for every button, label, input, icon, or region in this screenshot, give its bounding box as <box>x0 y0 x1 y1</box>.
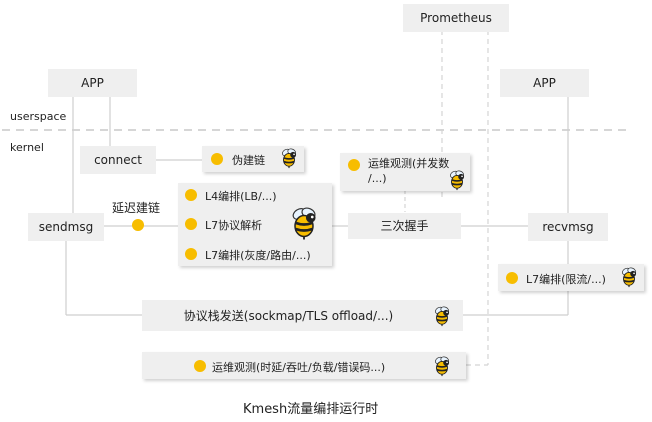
bee-icon <box>431 355 453 381</box>
stack-send-label: 协议栈发送(sockmap/TLS offload/...) <box>183 308 394 323</box>
status-dot <box>185 189 197 201</box>
bee-icon-large <box>286 205 322 245</box>
ops-concurrency-label: 运维观测(并发数 /...) <box>368 157 450 185</box>
app-left-label: APP <box>81 76 104 90</box>
status-dot <box>348 159 360 171</box>
kernel-label: kernel <box>10 141 44 154</box>
recvmsg-label: recvmsg <box>542 220 594 234</box>
bee-icon <box>446 169 468 195</box>
diagram-caption: Kmesh流量编排运行时 <box>243 402 379 417</box>
bee-icon <box>278 147 300 173</box>
app-left-box: APP <box>48 69 137 97</box>
l7-limit-box: L7编排(限流/...) <box>498 264 644 291</box>
app-right-box: APP <box>500 69 589 97</box>
ops-metrics-box: 运维观测(时延/吞吐/负载/错误码...) <box>142 352 466 379</box>
status-dot <box>185 218 197 230</box>
sendmsg-box: sendmsg <box>28 213 104 241</box>
app-right-label: APP <box>533 76 556 90</box>
l4-label: L4编排(LB/...) <box>205 190 277 203</box>
connect-box: connect <box>80 146 156 174</box>
l4-l7-box: L4编排(LB/...) L7协议解析 L7编排(灰度/路由/...) <box>178 183 332 266</box>
delay-link-label: 延迟建链 <box>112 201 161 215</box>
status-dot <box>185 248 197 260</box>
stack-send-box: 协议栈发送(sockmap/TLS offload/...) <box>142 300 463 331</box>
handshake-label: 三次握手 <box>380 219 429 233</box>
delay-link-dot <box>132 219 144 231</box>
bee-icon <box>618 266 640 292</box>
sendmsg-label: sendmsg <box>38 220 94 234</box>
ops-metrics-label: 运维观测(时延/吞吐/负载/错误码...) <box>212 361 386 374</box>
l7-route-label: L7编排(灰度/路由/...) <box>205 249 311 262</box>
prometheus-label: Prometheus <box>420 11 492 25</box>
status-dot <box>506 272 518 284</box>
l7-limit-label: L7编排(限流/...) <box>526 273 606 286</box>
handshake-box: 三次握手 <box>348 213 461 239</box>
status-dot <box>194 360 206 372</box>
connect-label: connect <box>94 153 142 167</box>
l7-parse-label: L7协议解析 <box>205 219 263 232</box>
status-dot <box>211 153 223 165</box>
prometheus-box: Prometheus <box>403 4 509 32</box>
fake-link-label: 伪建链 <box>232 154 265 167</box>
ops-concurrency-box: 运维观测(并发数 /...) <box>340 153 470 191</box>
bee-icon <box>431 305 453 331</box>
fake-link-box: 伪建链 <box>202 146 304 172</box>
recvmsg-box: recvmsg <box>528 213 608 241</box>
userspace-label: userspace <box>10 110 67 123</box>
